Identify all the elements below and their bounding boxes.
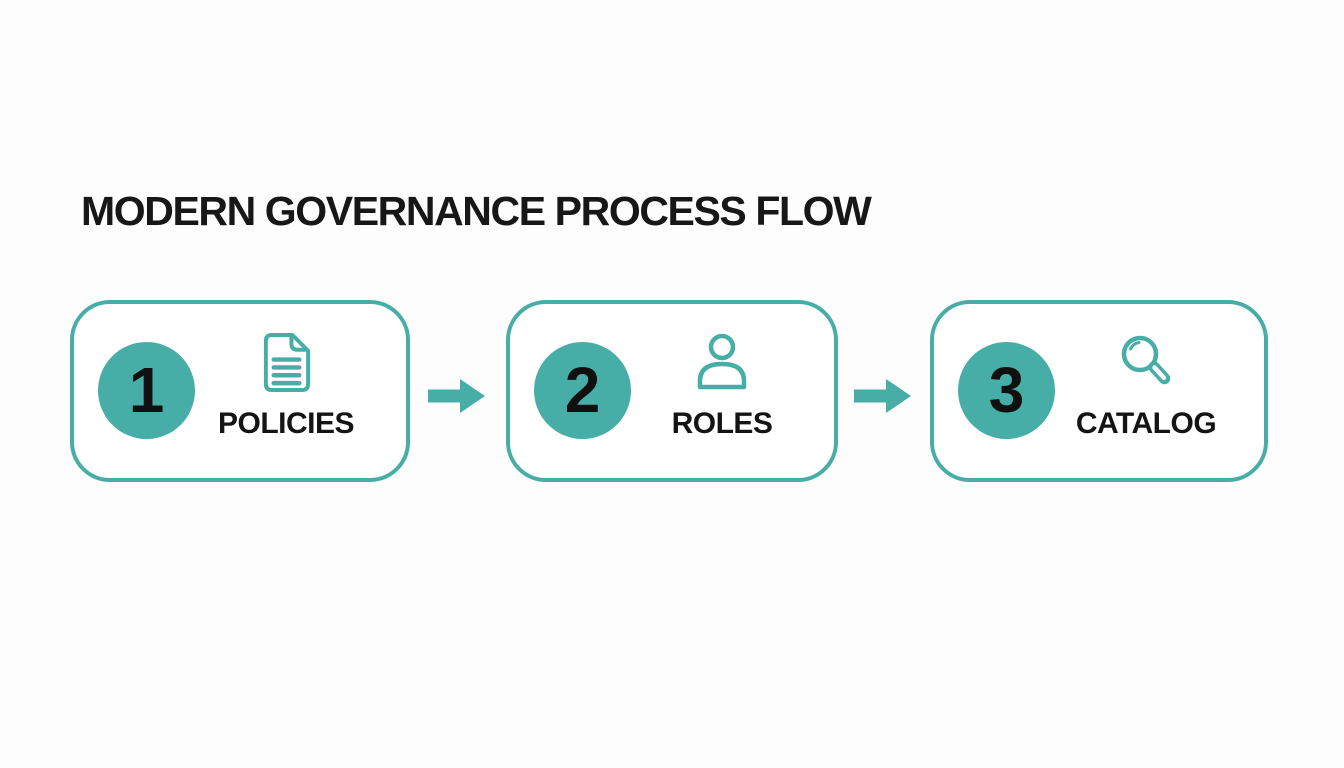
step-number: 2 <box>564 353 601 426</box>
page-title: MODERN GOVERNANCE PROCESS FLOW <box>81 188 872 234</box>
step-label: CATALOG <box>1075 407 1217 440</box>
step-card-roles: 2 ROLES <box>506 300 838 482</box>
right-arrow-icon <box>854 378 912 414</box>
step-number: 3 <box>988 353 1025 426</box>
step-label: POLICIES <box>217 407 355 440</box>
step-number-badge: 1 <box>98 342 195 439</box>
step-label: ROLES <box>671 407 773 440</box>
person-icon <box>696 330 748 394</box>
right-arrow-icon <box>428 378 486 414</box>
step-card-catalog: 3 CATALOG <box>930 300 1268 482</box>
step-number-badge: 2 <box>534 342 631 439</box>
document-icon <box>259 330 314 394</box>
search-icon <box>1117 330 1175 394</box>
step-card-policies: 1 POLICIES <box>70 300 410 482</box>
step-number: 1 <box>128 353 165 426</box>
step-number-badge: 3 <box>958 342 1055 439</box>
